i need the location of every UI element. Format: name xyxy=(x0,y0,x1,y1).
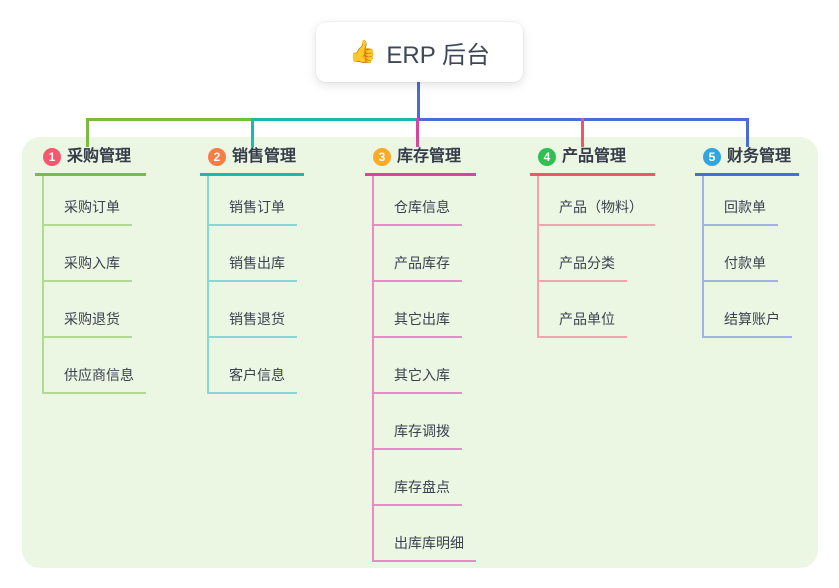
connector-root-drop xyxy=(417,82,420,118)
connector-drop-branch-1 xyxy=(86,118,89,147)
branch-inventory: 3 库存管理 仓库信息 产品库存 其它出库 其它入库 库存调拨 库存盘点 出库库… xyxy=(365,145,476,562)
branch-children: 回款单 付款单 结算账户 xyxy=(702,176,792,338)
branch-children: 销售订单 销售出库 销售退货 客户信息 xyxy=(207,176,297,394)
child-node[interactable]: 客户信息 xyxy=(209,338,297,394)
root-node-erp[interactable]: 👍 ERP 后台 xyxy=(316,22,523,82)
branch-label: 产品管理 xyxy=(562,148,627,165)
branch-number-badge: 3 xyxy=(373,148,391,166)
child-node[interactable]: 供应商信息 xyxy=(44,338,146,394)
child-node[interactable]: 采购入库 xyxy=(44,226,132,282)
child-node[interactable]: 回款单 xyxy=(704,176,778,226)
branch-children: 仓库信息 产品库存 其它出库 其它入库 库存调拨 库存盘点 出库库明细 xyxy=(372,176,476,562)
root-node-label: ERP 后台 xyxy=(386,41,490,69)
child-node[interactable]: 采购订单 xyxy=(44,176,132,226)
branch-sales: 2 销售管理 销售订单 销售出库 销售退货 客户信息 xyxy=(200,145,304,394)
child-node[interactable]: 付款单 xyxy=(704,226,778,282)
child-node[interactable]: 产品单位 xyxy=(539,282,627,338)
child-node[interactable]: 产品分类 xyxy=(539,226,627,282)
branch-finance: 5 财务管理 回款单 付款单 结算账户 xyxy=(695,145,799,338)
child-node[interactable]: 销售出库 xyxy=(209,226,297,282)
thumbs-up-icon: 👍 xyxy=(349,39,377,64)
child-node[interactable]: 出库库明细 xyxy=(374,506,476,562)
branch-header-sales[interactable]: 2 销售管理 xyxy=(200,145,304,176)
child-node[interactable]: 销售订单 xyxy=(209,176,297,226)
branch-header-finance[interactable]: 5 财务管理 xyxy=(695,145,799,176)
child-node[interactable]: 产品库存 xyxy=(374,226,462,282)
branch-label: 销售管理 xyxy=(232,148,297,165)
connector-drop-branch-4 xyxy=(581,118,584,147)
child-node[interactable]: 库存盘点 xyxy=(374,450,462,506)
branch-purchase: 1 采购管理 采购订单 采购入库 采购退货 供应商信息 xyxy=(35,145,146,394)
child-node[interactable]: 销售退货 xyxy=(209,282,297,338)
branch-product: 4 产品管理 产品（物料） 产品分类 产品单位 xyxy=(530,145,655,338)
branch-number-badge: 4 xyxy=(538,148,556,166)
branch-label: 财务管理 xyxy=(727,148,792,165)
branch-number-badge: 1 xyxy=(43,148,61,166)
branch-label: 库存管理 xyxy=(397,148,462,165)
child-node[interactable]: 其它入库 xyxy=(374,338,462,394)
connector-drop-branch-5 xyxy=(746,118,749,147)
child-node[interactable]: 仓库信息 xyxy=(374,176,462,226)
branch-label: 采购管理 xyxy=(67,148,132,165)
connector-bus-segment-2 xyxy=(252,118,418,121)
branch-header-purchase[interactable]: 1 采购管理 xyxy=(35,145,146,176)
child-node[interactable]: 产品（物料） xyxy=(539,176,655,226)
branch-number-badge: 2 xyxy=(208,148,226,166)
branches-background-panel xyxy=(22,137,818,568)
connector-drop-branch-2 xyxy=(251,118,254,147)
branch-header-inventory[interactable]: 3 库存管理 xyxy=(365,145,476,176)
child-node[interactable]: 库存调拨 xyxy=(374,394,462,450)
child-node[interactable]: 结算账户 xyxy=(704,282,792,338)
child-node[interactable]: 其它出库 xyxy=(374,282,462,338)
branch-children: 产品（物料） 产品分类 产品单位 xyxy=(537,176,655,338)
branch-children: 采购订单 采购入库 采购退货 供应商信息 xyxy=(42,176,146,394)
branch-number-badge: 5 xyxy=(703,148,721,166)
branch-header-product[interactable]: 4 产品管理 xyxy=(530,145,655,176)
connector-drop-branch-3 xyxy=(416,118,419,147)
connector-bus-segment-1 xyxy=(87,118,252,121)
child-node[interactable]: 采购退货 xyxy=(44,282,132,338)
